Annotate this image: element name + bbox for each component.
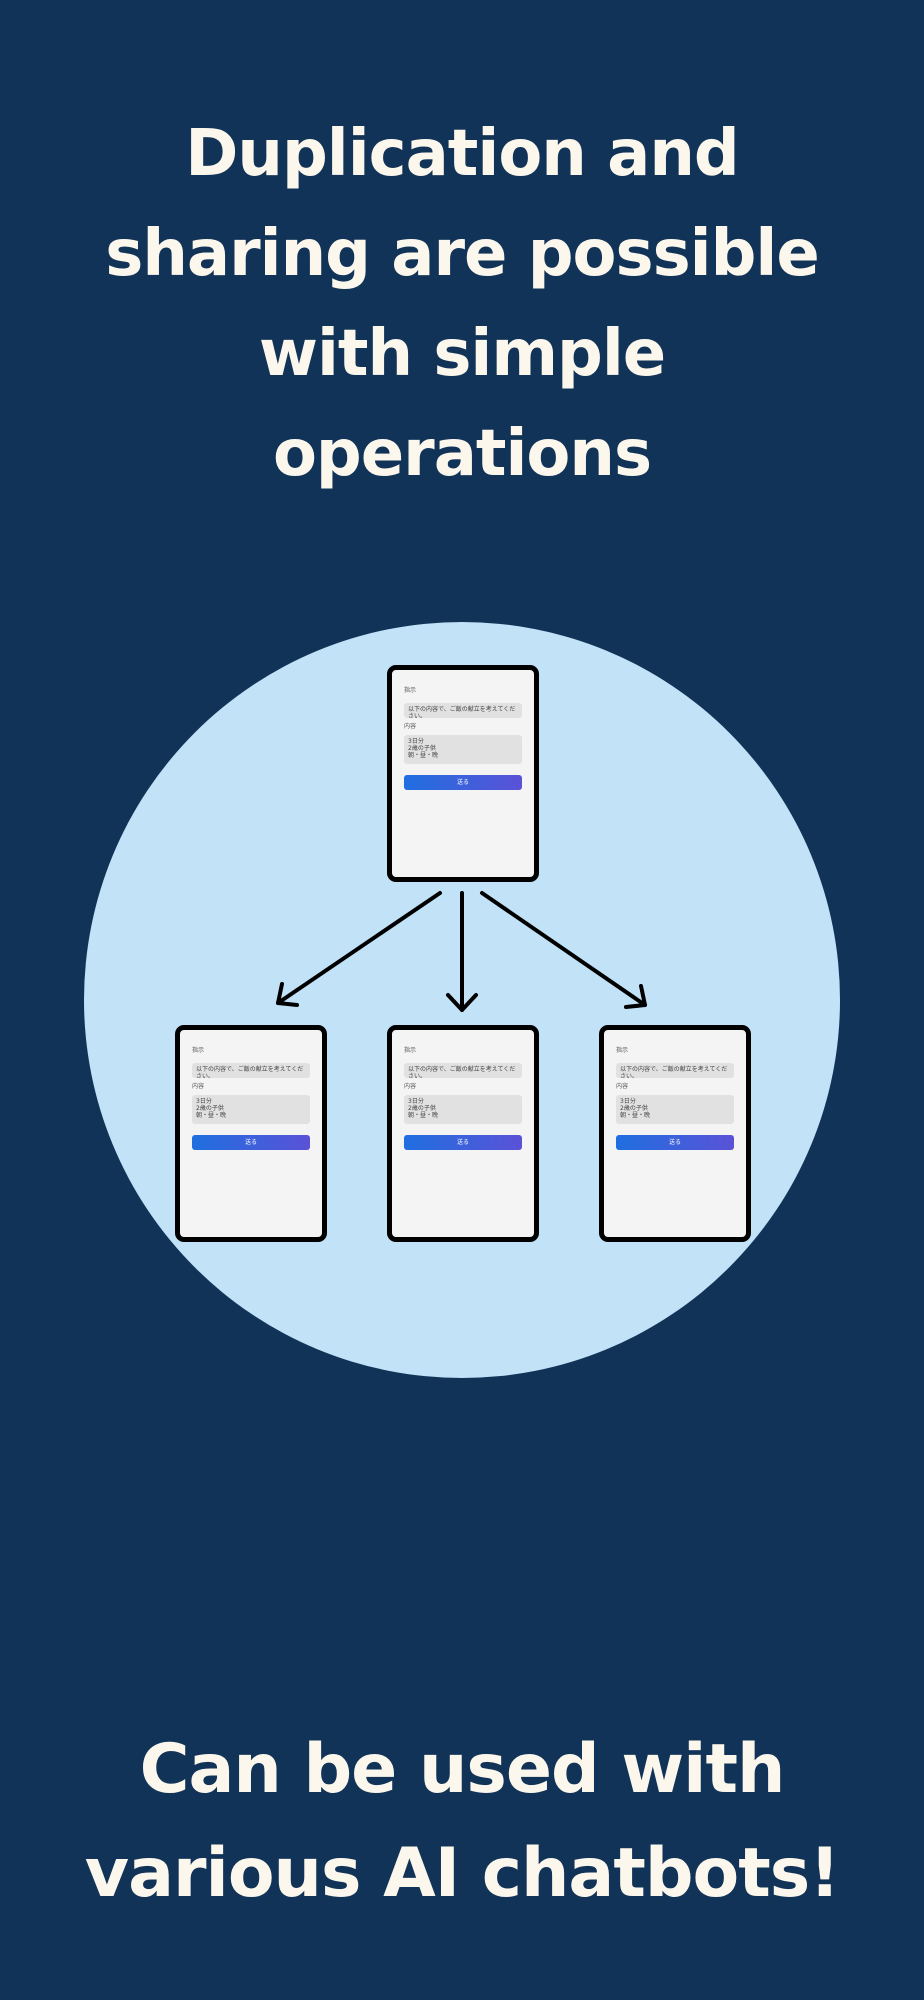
arrow-left-icon [276, 891, 442, 1007]
content-label: 内容 [192, 1083, 205, 1090]
send-button: 送る [192, 1135, 310, 1150]
send-button: 送る [616, 1135, 734, 1150]
tablet-original: 指示 以下の内容で、ご飯の献立を考えてください。 内容 3日分 2歳の子供 朝・… [387, 665, 539, 882]
instruction-label: 指示 [192, 1047, 205, 1054]
content-field: 3日分 2歳の子供 朝・昼・晩 [404, 735, 522, 764]
send-button: 送る [404, 1135, 522, 1150]
instruction-label: 指示 [404, 687, 417, 694]
instruction-label: 指示 [404, 1047, 417, 1054]
title-line: with simple [258, 317, 666, 391]
send-button: 送る [404, 775, 522, 790]
title-line: sharing are possible [105, 217, 819, 291]
content-label: 内容 [616, 1083, 629, 1090]
tablet-copy-left: 指示 以下の内容で、ご飯の献立を考えてください。 内容 3日分 2歳の子供 朝・… [175, 1025, 327, 1242]
footer-line: various AI chatbots! [84, 1834, 840, 1913]
tablet-copy-right: 指示 以下の内容で、ご飯の献立を考えてください。 内容 3日分 2歳の子供 朝・… [599, 1025, 751, 1242]
footer-tagline: Can be used with various AI chatbots! [0, 1718, 924, 1926]
instruction-field: 以下の内容で、ご飯の献立を考えてください。 [192, 1063, 310, 1078]
content-field: 3日分 2歳の子供 朝・昼・晩 [616, 1095, 734, 1124]
content-field: 3日分 2歳の子供 朝・昼・晩 [404, 1095, 522, 1124]
content-field: 3日分 2歳の子供 朝・昼・晩 [192, 1095, 310, 1124]
title-line: operations [272, 417, 652, 491]
instruction-field: 以下の内容で、ご飯の献立を考えてください。 [616, 1063, 734, 1078]
tablet-copy-center: 指示 以下の内容で、ご飯の献立を考えてください。 内容 3日分 2歳の子供 朝・… [387, 1025, 539, 1242]
page-title: Duplication and sharing are possible wit… [0, 104, 924, 504]
arrow-right-icon [480, 891, 647, 1009]
instruction-label: 指示 [616, 1047, 629, 1054]
footer-line: Can be used with [139, 1730, 786, 1809]
content-label: 内容 [404, 723, 417, 730]
instruction-field: 以下の内容で、ご飯の献立を考えてください。 [404, 1063, 522, 1078]
content-label: 内容 [404, 1083, 417, 1090]
title-line: Duplication and [185, 117, 739, 191]
instruction-field: 以下の内容で、ご飯の献立を考えてください。 [404, 703, 522, 718]
arrow-down-icon [446, 891, 478, 1012]
